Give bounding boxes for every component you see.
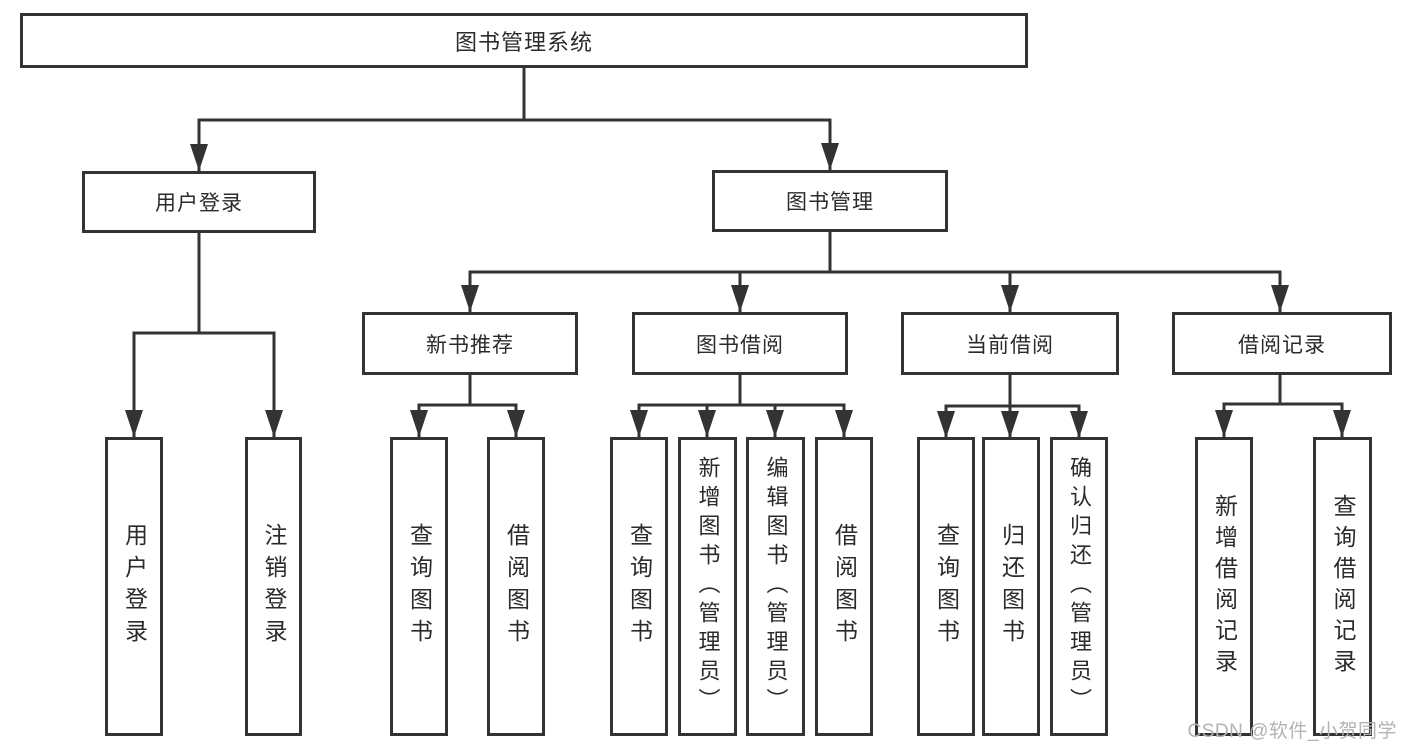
- node-add-book-admin: 新增图书（管理员）: [678, 437, 737, 736]
- node-label: 确认归还（管理员）: [1067, 456, 1092, 717]
- node-library-system: 图书管理系统: [20, 13, 1028, 68]
- node-add-borrow-record: 新增借阅记录: [1195, 437, 1253, 736]
- node-logout: 注销登录: [245, 437, 302, 736]
- node-book-management: 图书管理: [712, 170, 948, 232]
- node-label: 借阅图书: [831, 522, 858, 651]
- node-label: 当前借阅: [966, 333, 1054, 357]
- node-label: 查询借阅记录: [1330, 493, 1356, 680]
- node-label: 查询图书: [406, 522, 433, 651]
- node-book-borrowing: 图书借阅: [632, 312, 848, 375]
- node-current-borrowing: 当前借阅: [901, 312, 1119, 375]
- node-label: 查询图书: [933, 522, 960, 651]
- watermark: CSDN @软件_小贺同学: [1187, 721, 1397, 742]
- node-label: 图书管理: [786, 191, 874, 214]
- node-return-book: 归还图书: [982, 437, 1040, 736]
- node-user-login-action: 用户登录: [105, 437, 163, 736]
- node-query-books-recommend: 查询图书: [390, 437, 448, 736]
- node-label: 编辑图书（管理员）: [763, 456, 789, 717]
- node-confirm-return-admin: 确认归还（管理员）: [1050, 437, 1108, 736]
- node-label: 注销登录: [261, 522, 287, 651]
- node-label: 新增借阅记录: [1211, 493, 1238, 680]
- node-borrow-books-borrowing: 借阅图书: [815, 437, 873, 736]
- node-edit-book-admin: 编辑图书（管理员）: [746, 437, 805, 736]
- node-query-books-current: 查询图书: [917, 437, 975, 736]
- node-label: 查询图书: [626, 522, 653, 651]
- node-label: 借阅图书: [503, 522, 530, 651]
- node-label: 新增图书（管理员）: [695, 456, 721, 717]
- node-label: 借阅记录: [1238, 333, 1326, 357]
- connector-segments: [132, 66, 1344, 440]
- node-borrow-books-recommend: 借阅图书: [487, 437, 545, 736]
- node-label: 用户登录: [121, 522, 148, 651]
- node-query-books-borrowing: 查询图书: [610, 437, 668, 736]
- node-label: 归还图书: [998, 522, 1025, 651]
- node-label: 图书借阅: [696, 333, 784, 357]
- node-label: 用户登录: [155, 192, 243, 215]
- node-label: 图书管理系统: [454, 29, 593, 55]
- node-query-borrow-record: 查询借阅记录: [1313, 437, 1372, 736]
- node-label: 新书推荐: [426, 333, 514, 357]
- node-user-login: 用户登录: [82, 171, 316, 233]
- node-new-book-recommendation: 新书推荐: [362, 312, 578, 375]
- node-borrowing-records: 借阅记录: [1172, 312, 1392, 375]
